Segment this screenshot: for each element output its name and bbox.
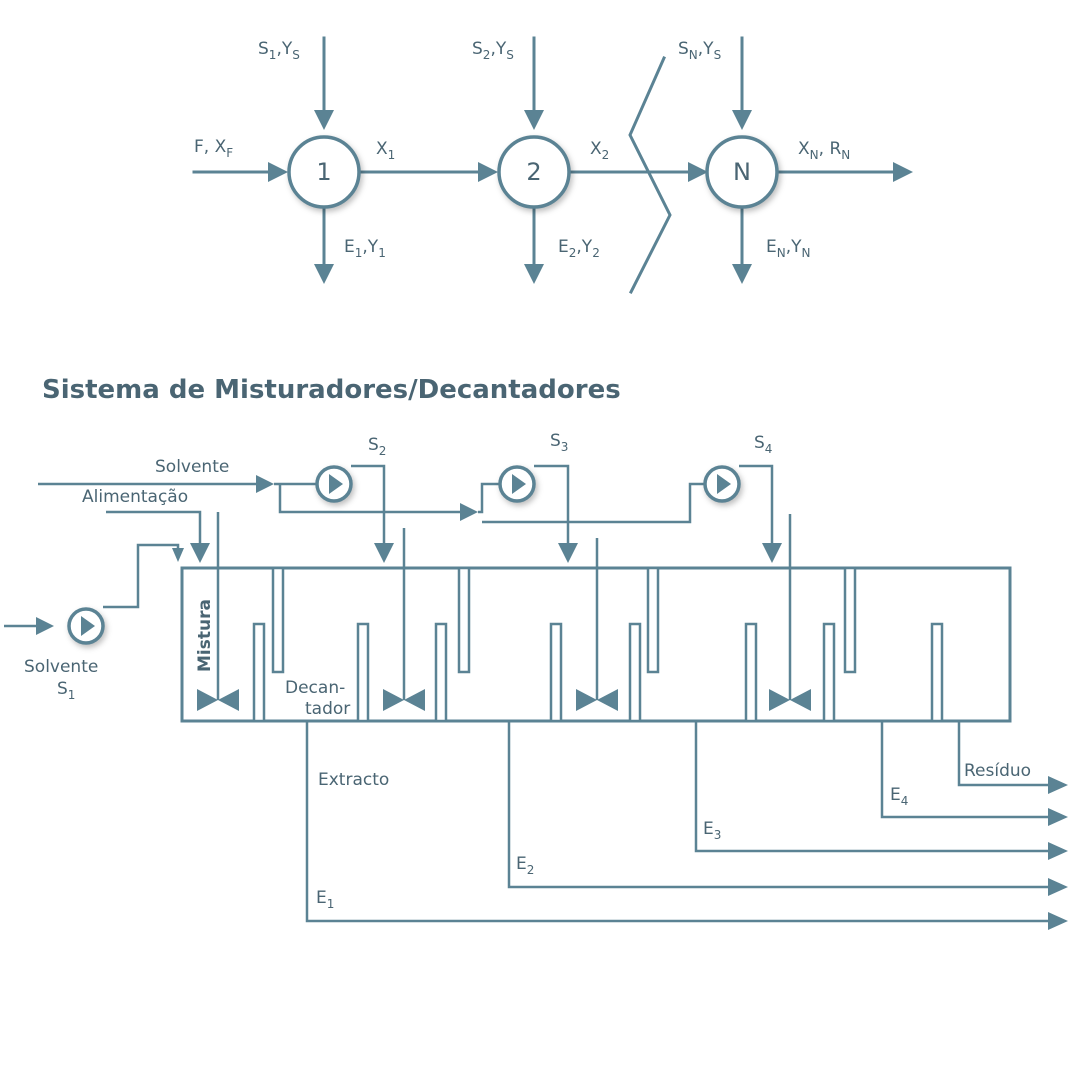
solvent-label-n: SN,YS (678, 39, 721, 62)
baffle-top (843, 566, 857, 674)
arrowhead (190, 543, 210, 563)
extract-label-n: EN,YN (766, 237, 811, 260)
weir (930, 622, 944, 723)
arrowhead (478, 162, 498, 182)
extract-stream-label-e4: E4 (890, 785, 908, 808)
extract-line-e4 (880, 721, 1050, 819)
stream-label-s2: S2 (368, 435, 386, 458)
weir (252, 622, 266, 723)
residue-line (957, 721, 1050, 787)
break-symbol (628, 56, 672, 295)
solvent-s1-label: Solvente (24, 657, 98, 677)
agitator-impeller (197, 689, 218, 711)
arrowhead (558, 543, 578, 563)
arrowhead (524, 264, 544, 284)
pump-s3 (498, 465, 536, 503)
stage-node-n (705, 135, 779, 209)
extract-line-e3 (694, 721, 1050, 853)
raffinate-label-1: X1 (376, 139, 395, 162)
agitator-impeller (383, 689, 404, 711)
arrowhead (688, 162, 708, 182)
arrowhead (1048, 912, 1068, 930)
stream-label-s4: S4 (754, 433, 772, 456)
mixer-settler-diagram: Sistema de Misturadores/Decantadores (4, 375, 1068, 930)
extract-stream-label-e1: E1 (316, 888, 334, 911)
residue-label: Resíduo (964, 761, 1031, 781)
pump-s1 (67, 607, 105, 645)
arrowhead (172, 548, 184, 562)
extract-label: Extracto (318, 770, 389, 790)
solvent-s1-symbol: S1 (57, 679, 75, 702)
arrowhead (374, 543, 394, 563)
arrowhead (1048, 808, 1068, 826)
diagram-title: Sistema de Misturadores/Decantadores (42, 375, 621, 405)
raffinate-label-n: XN, RN (798, 139, 850, 162)
extract-line-e1 (305, 721, 1050, 923)
weir (744, 622, 758, 723)
solvent-label-1: S1,YS (258, 39, 300, 62)
stage-diagram: 1 2 N F, XF S1,YS S2,YS SN,YS X1 X2 XN, … (192, 36, 913, 295)
stage-node-2-label: 2 (526, 158, 541, 186)
arrowhead (893, 162, 913, 182)
arrowhead (762, 543, 782, 563)
raffinate-label-2: X2 (590, 139, 609, 162)
agitator-impeller (597, 689, 618, 711)
arrowhead (732, 264, 752, 284)
arrowhead (1048, 878, 1068, 896)
solvent-label: Solvente (155, 457, 229, 477)
settler-label-line1: Decan- (285, 678, 345, 698)
agitator-impeller (576, 689, 597, 711)
extract-line-e2 (507, 721, 1050, 889)
solvent-bypass-line (278, 484, 462, 514)
arrowhead (314, 110, 334, 130)
feed-line (106, 510, 202, 545)
s3-line (534, 464, 570, 545)
arrowhead (1048, 842, 1068, 860)
agitator-impeller (404, 689, 425, 711)
agitator-impeller (769, 689, 790, 711)
arrowhead (268, 162, 288, 182)
solvent-branch-line (482, 482, 712, 524)
stage-node-1-label: 1 (316, 158, 331, 186)
settler-label-line2: tador (305, 699, 350, 719)
baffle-top (646, 566, 660, 674)
solvent-branch-line (478, 482, 500, 514)
mix-label: Mistura (195, 599, 215, 672)
solvent-label-2: S2,YS (472, 39, 514, 62)
baffle-top (457, 566, 471, 674)
extract-stream-label-e2: E2 (516, 854, 534, 877)
agitator-impeller (790, 689, 811, 711)
feed-label: Alimentação (82, 487, 188, 507)
pump-s4 (703, 465, 741, 503)
feed-label: F, XF (194, 137, 233, 160)
arrowhead (256, 475, 274, 493)
extract-stream-label-e3: E3 (703, 819, 721, 842)
arrowhead (524, 110, 544, 130)
weir (356, 622, 370, 723)
arrowhead (314, 264, 334, 284)
baffle-top (271, 566, 285, 674)
arrowhead (460, 503, 478, 521)
agitator-impeller (218, 689, 239, 711)
weir (549, 622, 563, 723)
s4-line (739, 464, 774, 545)
extract-label-1: E1,Y1 (344, 237, 386, 260)
weir (822, 622, 836, 723)
weir (434, 622, 448, 723)
pump-s2 (315, 465, 353, 503)
arrowhead (732, 110, 752, 130)
stream-label-s3: S3 (550, 431, 568, 454)
stage-node-2 (497, 135, 571, 209)
solvent-s1-line (103, 543, 180, 609)
weir (628, 622, 642, 723)
s2-line (351, 464, 386, 545)
arrowhead (1048, 776, 1068, 794)
stage-node-1 (287, 135, 361, 209)
arrowhead (36, 617, 54, 635)
extract-label-2: E2,Y2 (558, 237, 600, 260)
stage-node-n-label: N (733, 158, 751, 186)
